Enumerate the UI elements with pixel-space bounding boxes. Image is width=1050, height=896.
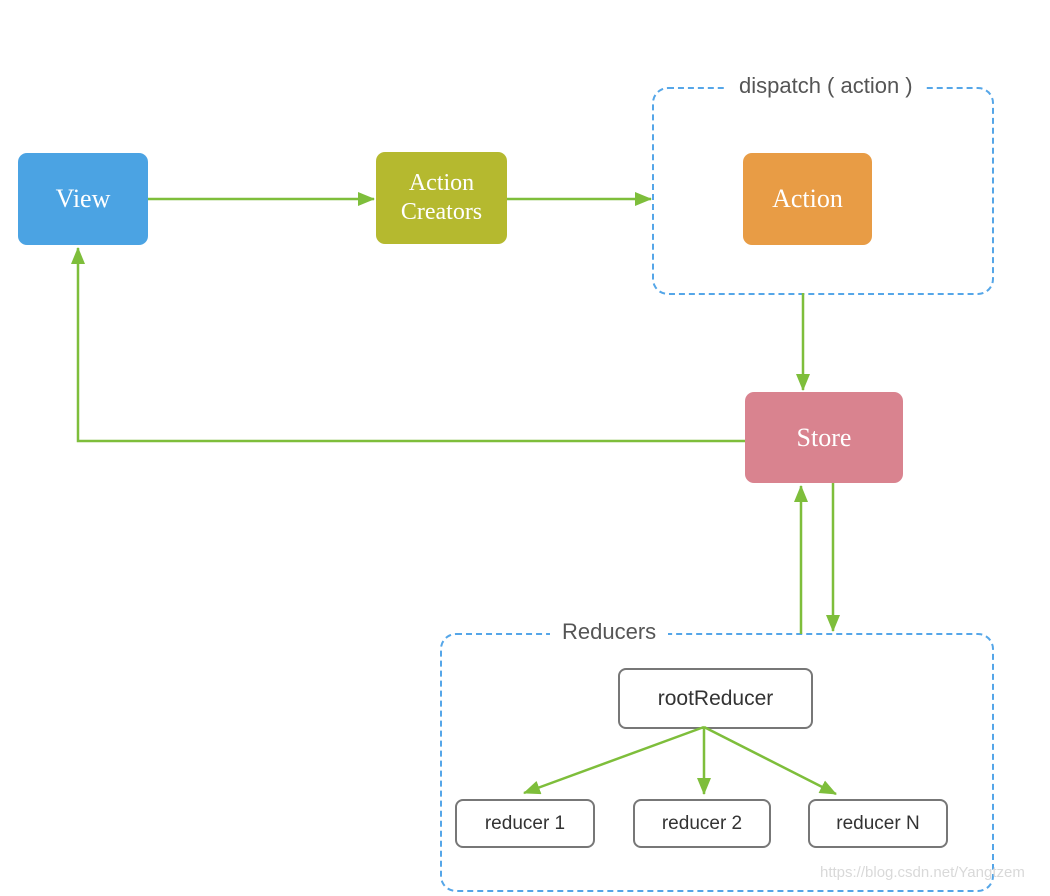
store-node: Store <box>745 392 903 483</box>
action-creators-node: Action Creators <box>376 152 507 244</box>
dispatch-group-box: dispatch ( action ) <box>652 73 994 295</box>
reducer-1-node: reducer 1 <box>455 799 595 848</box>
root-reducer-node: rootReducer <box>618 668 813 729</box>
dispatch-group-label: dispatch ( action ) <box>727 73 925 99</box>
reducer-n-node: reducer N <box>808 799 948 848</box>
reducers-group-box: Reducers <box>440 619 994 892</box>
arrow-store-to-view <box>71 247 745 443</box>
reducer-2-node: reducer 2 <box>633 799 771 848</box>
watermark: https://blog.csdn.net/Yangtzem <box>820 864 1025 881</box>
action-node: Action <box>743 153 872 245</box>
reducers-group-label: Reducers <box>550 619 669 645</box>
view-node: View <box>18 153 148 245</box>
